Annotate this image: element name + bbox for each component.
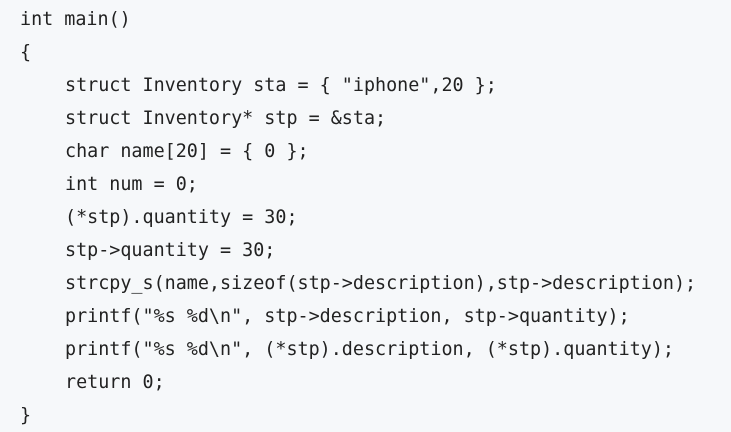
code-line-int-num: int num = 0;: [65, 174, 198, 195]
code-line-strcpy: strcpy_s(name,sizeof(stp->description),s…: [65, 273, 697, 294]
code-line-return: return 0;: [65, 372, 165, 393]
code-line-open-brace: {: [20, 42, 32, 63]
code-line-struct-sta: struct Inventory sta = { "iphone",20 };: [65, 75, 497, 96]
code-line-deref-quantity: (*stp).quantity = 30;: [65, 207, 298, 228]
code-line-main-signature: int main(): [20, 9, 131, 30]
code-line-struct-stp: struct Inventory* stp = &sta;: [65, 108, 387, 129]
code-line-close-brace: }: [20, 405, 32, 426]
code-line-arrow-quantity: stp->quantity = 30;: [65, 240, 276, 261]
code-line-printf-deref: printf("%s %d\n", (*stp).description, (*…: [65, 339, 674, 360]
code-line-char-name: char name[20] = { 0 };: [65, 141, 309, 162]
code-line-printf-arrow: printf("%s %d\n", stp->description, stp-…: [65, 306, 630, 327]
